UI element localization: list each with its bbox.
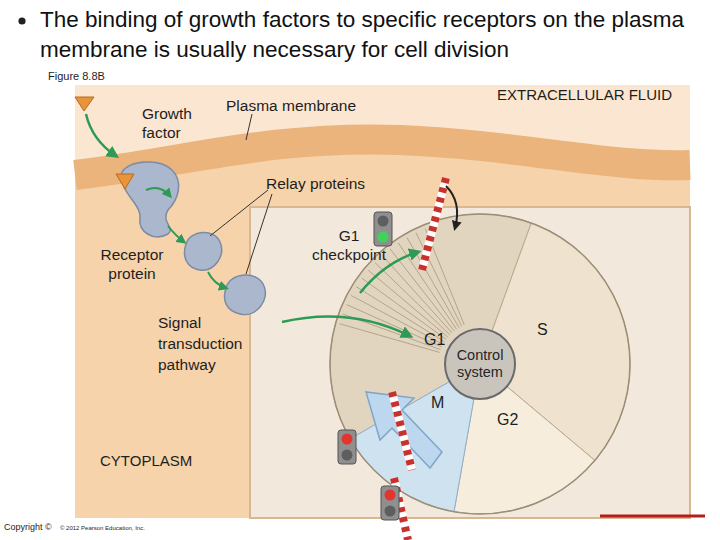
- light-green: [378, 232, 389, 243]
- light-off: [342, 450, 353, 461]
- title-bullet: [18, 17, 25, 24]
- region-label: CYTOPLASM: [100, 452, 192, 470]
- extracellular-area: [75, 85, 690, 175]
- light-red: [342, 434, 353, 445]
- part-label: Signal transduction pathway: [158, 312, 276, 375]
- region-label: EXTRACELLULAR FLUID: [497, 86, 672, 104]
- fan-line: [407, 238, 459, 328]
- fan-line: [382, 256, 452, 333]
- footer-rule: [600, 515, 705, 518]
- leader-line: [210, 190, 268, 236]
- slide-title: The binding of growth factors to specifi…: [40, 5, 705, 65]
- traffic-light: [381, 486, 399, 520]
- phase-label: M: [431, 393, 444, 412]
- gate-bar: [392, 392, 412, 470]
- gate-bar: [422, 178, 446, 270]
- part-label: Growth factor: [142, 104, 217, 142]
- signal-arrow: [282, 316, 410, 336]
- cytoplasm-area: [75, 85, 690, 518]
- phase-label: S: [537, 320, 548, 339]
- fan-line: [362, 278, 446, 339]
- traffic-light: [338, 430, 356, 464]
- gate-open-arrow: [446, 186, 457, 228]
- fan-line: [368, 270, 448, 337]
- phase-label: G1: [424, 330, 445, 349]
- binding-arrow: [86, 114, 116, 156]
- phase-label: G2: [497, 410, 518, 429]
- gate-bar: [422, 178, 446, 270]
- gate-bar: [392, 392, 412, 470]
- growth-factor: [75, 97, 94, 111]
- copyright-note: Copyright ©: [4, 522, 52, 533]
- control-hub: Control system: [444, 328, 516, 400]
- growth-factor: [116, 174, 134, 189]
- leader-line: [246, 194, 272, 274]
- relay-protein: [185, 232, 222, 270]
- fan-line: [375, 263, 450, 335]
- relay-protein: [225, 275, 266, 315]
- signal-arrow: [168, 226, 184, 242]
- checkpoint-label: G1 checkpoint: [308, 226, 390, 264]
- cycle-panel: [250, 207, 690, 518]
- receptor-protein: [122, 162, 179, 237]
- signal-arrow: [146, 188, 170, 196]
- part-label: Relay proteins: [266, 174, 365, 193]
- light-off: [378, 216, 389, 227]
- light-off: [385, 506, 396, 517]
- part-label: Receptor protein: [86, 245, 178, 283]
- part-label: Plasma membrane: [226, 96, 356, 115]
- hub-label: Control system: [446, 347, 514, 381]
- leader-line: [246, 114, 252, 140]
- light-red: [385, 490, 396, 501]
- figure-number: Figure 8.8B: [48, 70, 105, 83]
- copyright-note: © 2012 Pearson Education, Inc.: [60, 525, 145, 532]
- traffic-light: [374, 212, 392, 246]
- signal-arrow: [208, 272, 226, 288]
- fan-line: [416, 233, 462, 326]
